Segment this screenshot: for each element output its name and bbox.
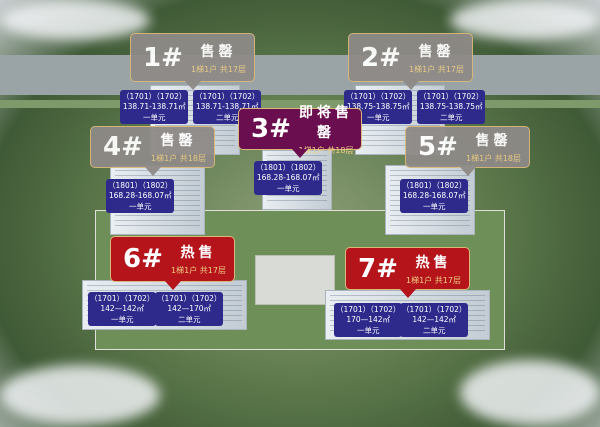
building-number: 1#: [143, 42, 183, 73]
cloud: [0, 0, 150, 40]
cloud: [0, 365, 160, 425]
unit-rooms: （1801）（1802）: [402, 181, 467, 190]
building-number: 3#: [251, 114, 291, 144]
floor-info: 1梯1户 共17层: [171, 266, 226, 275]
cloud: [450, 0, 600, 40]
unit-name: 一单元: [417, 202, 451, 212]
unit-name: 一单元: [361, 113, 395, 123]
building-callout[interactable]: 3# 即将售罄 1梯1户 共18层: [238, 105, 362, 158]
unit-name: 二单元: [417, 326, 451, 336]
unit-rooms: （1701）（1702）: [195, 92, 260, 101]
building-callout[interactable]: 5# 售罄 1梯1户 共18层: [405, 126, 530, 176]
building-info: 即将售罄 1梯1户 共18层: [297, 102, 355, 156]
building-callout[interactable]: 4# 售罄 1梯1户 共18层: [90, 126, 215, 176]
unit-area: 138.71-138.71㎡: [195, 102, 259, 111]
building-number: 4#: [103, 132, 143, 162]
unit-area: 142—142㎡: [412, 315, 457, 324]
floor-info: 1梯1户 共17层: [409, 64, 464, 74]
sales-status: 售罄: [160, 133, 197, 149]
unit-area: 138.75-138.75㎡: [346, 102, 410, 111]
unit-area: 168.28-168.07㎡: [402, 191, 466, 200]
tree-row: [0, 100, 600, 108]
unit-name: 一单元: [123, 202, 157, 212]
unit-area: 168.28-168.07㎡: [256, 173, 320, 182]
building-info: 售罄 1梯1户 共17层: [189, 41, 248, 75]
unit-area: 142—142㎡: [100, 304, 145, 313]
unit-name: 二单元: [172, 315, 206, 325]
unit-rooms: （1701）（1702）: [122, 92, 187, 101]
building-info: 售罄 1梯1户 共17层: [407, 41, 466, 75]
unit-name: 一单元: [105, 315, 139, 325]
unit-area: 138.71-138.71㎡: [122, 102, 186, 111]
unit-rooms: （1801）（1802）: [256, 163, 321, 172]
unit-rooms: （1701）（1702）: [402, 305, 467, 314]
floor-info: 1梯1户 共18层: [151, 154, 206, 163]
unit-area: 138.75-138.75㎡: [419, 102, 483, 111]
unit-area: 170—142㎡: [346, 315, 391, 324]
sales-status: 热售: [415, 254, 452, 271]
unit-rooms: （1701）（1702）: [90, 294, 155, 303]
unit-rooms: （1701）（1702）: [336, 305, 401, 314]
floor-info: 1梯1户 共18层: [466, 154, 521, 163]
building-number: 5#: [418, 132, 458, 162]
building-callout[interactable]: 7# 热售 1梯1户 共17层: [345, 247, 470, 298]
sales-status: 售罄: [418, 43, 455, 60]
unit-rooms: （1701）（1702）: [157, 294, 222, 303]
sales-status: 售罄: [475, 133, 512, 149]
building-callout[interactable]: 6# 热售 1梯1户 共17层: [110, 236, 235, 290]
unit-area: 142—170㎡: [167, 304, 212, 313]
unit-rooms: （1701）（1702）: [346, 92, 411, 101]
building-number: 7#: [358, 253, 398, 284]
building-info: 热售 1梯1户 共17层: [169, 242, 228, 276]
building-number: 2#: [361, 42, 401, 73]
unit-rooms: （1701）（1702）: [419, 92, 484, 101]
unit-area: 168.28-168.07㎡: [108, 191, 172, 200]
sales-status: 热售: [180, 245, 217, 261]
building-info: 售罄 1梯1户 共18层: [464, 130, 523, 164]
cloud: [460, 360, 600, 425]
central-plaza: [255, 255, 335, 305]
unit-name: 一单元: [351, 326, 385, 336]
sales-status: 售罄: [200, 43, 237, 60]
building-info: 售罄 1梯1户 共18层: [149, 130, 208, 164]
floor-info: 1梯1户 共18层: [298, 146, 354, 155]
floor-info: 1梯1户 共17层: [406, 275, 461, 285]
sales-status: 即将售罄: [299, 105, 353, 141]
unit-name: 二单元: [434, 113, 468, 123]
unit-name: 一单元: [137, 113, 171, 123]
building-info: 热售 1梯1户 共17层: [404, 252, 463, 286]
building-number: 6#: [123, 244, 163, 274]
unit-name: 二单元: [210, 113, 244, 123]
floor-info: 1梯1户 共17层: [191, 64, 246, 74]
building-callout[interactable]: 1# 售罄 1梯1户 共17层: [130, 33, 255, 90]
unit-name: 一单元: [271, 184, 305, 194]
road: [0, 55, 600, 95]
unit-rooms: （1801）（1802）: [108, 181, 173, 190]
building-callout[interactable]: 2# 售罄 1梯1户 共17层: [348, 33, 473, 90]
